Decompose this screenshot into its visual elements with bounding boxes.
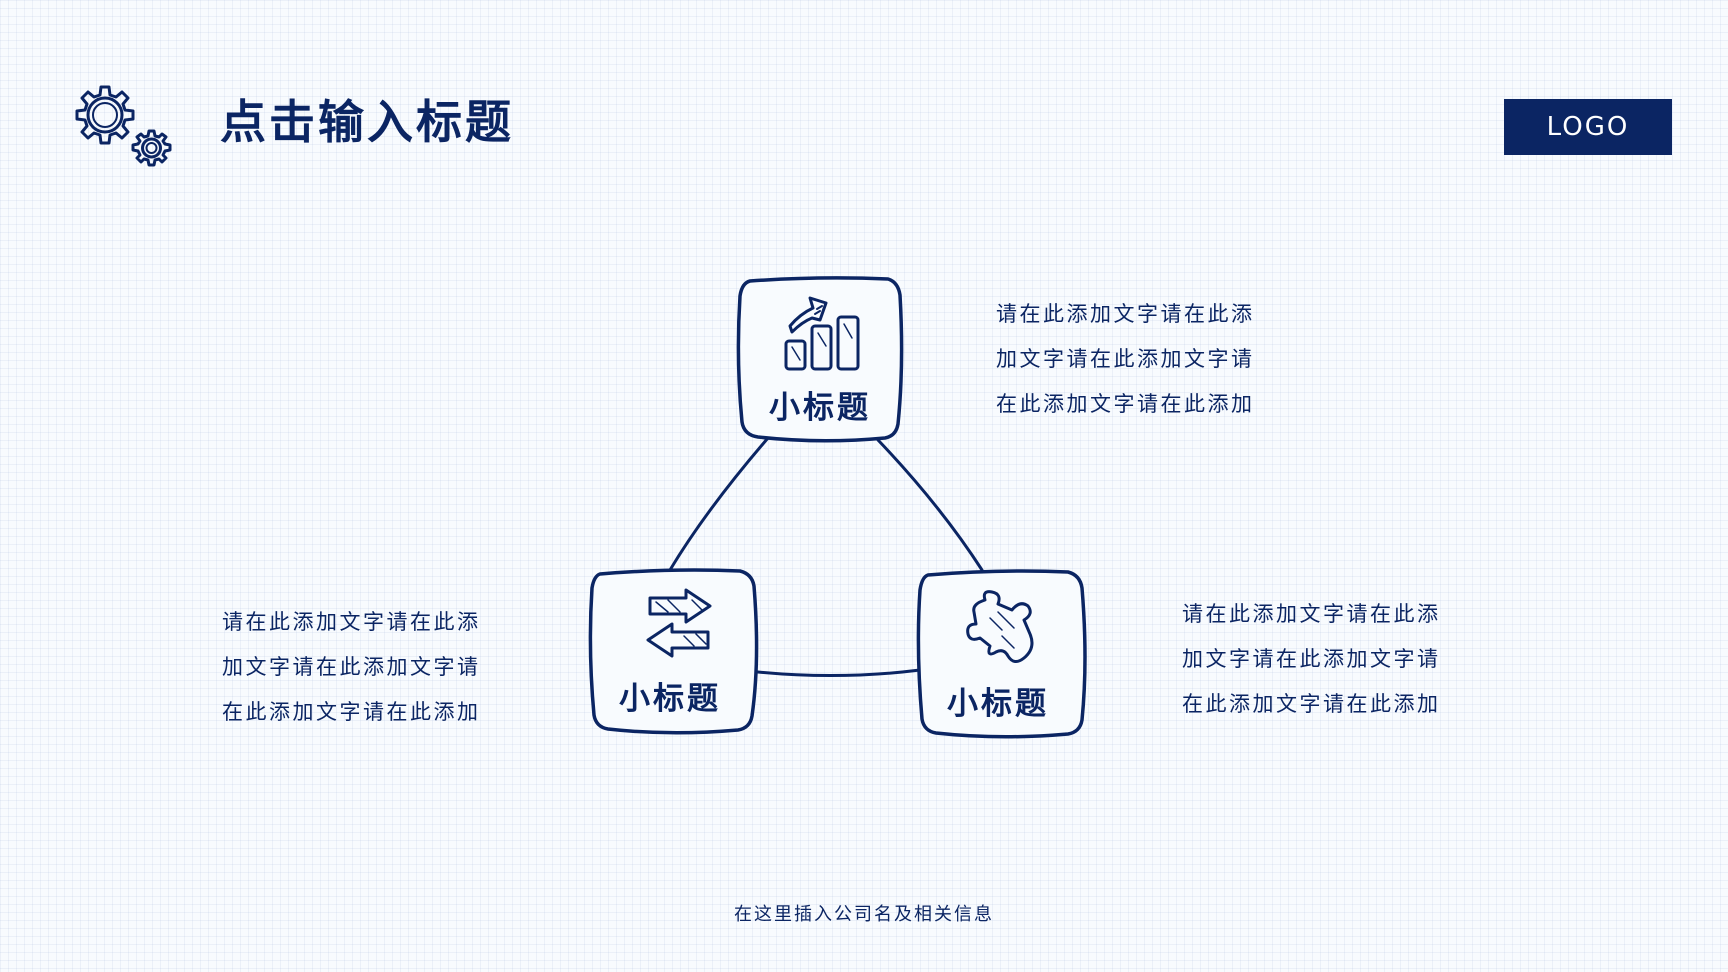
gears-icon (75, 85, 172, 167)
connector-top-left (668, 436, 770, 572)
node-box-right[interactable] (916, 569, 1087, 739)
node-right-label[interactable]: 小标题 (947, 686, 1049, 722)
node-box-top[interactable] (736, 276, 904, 443)
description-line: 在此添加文字请在此添加 (996, 392, 1255, 416)
logo-text: LOGO (1546, 112, 1630, 142)
description-line: 在此添加文字请在此添加 (1182, 692, 1441, 716)
puzzle-piece-icon (966, 590, 1034, 663)
page-title[interactable]: 点击输入标题 (220, 95, 514, 149)
node-left-label[interactable]: 小标题 (619, 681, 721, 717)
description-line: 加文字请在此添加文字请 (996, 347, 1255, 371)
description-line: 加文字请在此添加文字请 (1182, 647, 1441, 671)
bar-chart-growth-icon (784, 296, 860, 371)
connector-bottom (756, 668, 922, 678)
node-top-description[interactable]: 请在此添加文字请在此添 加文字请在此添加文字请 在此添加文字请在此添加 (996, 292, 1255, 427)
logo: LOGO (1504, 99, 1672, 155)
connector-top-right (876, 438, 984, 572)
footer-company-info[interactable]: 在这里插入公司名及相关信息 (734, 904, 994, 925)
description-line: 加文字请在此添加文字请 (222, 655, 481, 679)
description-line: 请在此添加文字请在此添 (996, 302, 1255, 326)
description-line: 在此添加文字请在此添加 (222, 700, 481, 724)
description-line: 请在此添加文字请在此添 (222, 610, 481, 634)
node-right-description[interactable]: 请在此添加文字请在此添 加文字请在此添加文字请 在此添加文字请在此添加 (1182, 592, 1441, 727)
node-left-description[interactable]: 请在此添加文字请在此添 加文字请在此添加文字请 在此添加文字请在此添加 (222, 600, 481, 735)
description-line: 请在此添加文字请在此添 (1182, 602, 1441, 626)
exchange-arrows-icon (646, 588, 712, 658)
node-top-label[interactable]: 小标题 (769, 390, 871, 426)
